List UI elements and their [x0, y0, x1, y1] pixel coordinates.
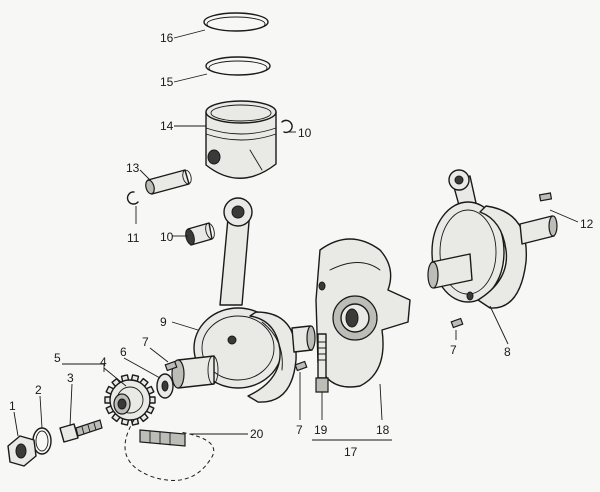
callout-18: 18 [376, 423, 390, 437]
callout-10-lower: 11 [127, 231, 140, 245]
circlip-upper [281, 119, 293, 134]
piston-ring-upper [203, 12, 269, 32]
piston-ring-lower [205, 56, 271, 76]
piston-pin [145, 169, 192, 195]
leader-lines [13, 29, 579, 441]
crankshaft-complete [427, 169, 558, 309]
drive-sprocket [104, 374, 156, 426]
crank-pin-bolt [315, 333, 329, 393]
callout-1: 1 [9, 399, 16, 413]
callout-8: 9 [160, 315, 167, 329]
hex-nut [7, 435, 37, 467]
callout-7-right: 7 [450, 343, 457, 357]
circlip-lower [126, 191, 139, 205]
sprocket-bolt [59, 419, 103, 443]
callout-9: 10 [160, 230, 174, 244]
callout-7-left: 7 [142, 335, 149, 349]
callout-labels: 16 15 14 10 13 11 10 9 7 6 5 4 3 2 1 20 … [9, 31, 594, 459]
woodruff-key-top-right [538, 192, 553, 202]
callout-13: 15 [160, 75, 174, 89]
callout-7-middle: 7 [296, 423, 303, 437]
callout-11: 13 [126, 161, 140, 175]
small-end-bearing [185, 222, 215, 246]
crankshaft-assembly [171, 197, 316, 403]
drive-chain [124, 419, 215, 481]
callout-3: 3 [67, 371, 74, 385]
callout-14: 16 [160, 31, 174, 45]
woodruff-key-left [164, 360, 178, 372]
callout-5: 5 [54, 351, 61, 365]
piston [205, 100, 277, 179]
woodruff-key-middle [294, 360, 308, 372]
callout-2: 2 [35, 383, 42, 397]
callout-17: 17 [344, 445, 358, 459]
callout-12: 14 [160, 119, 174, 133]
callout-20: 20 [250, 427, 264, 441]
callout-10-upper: 10 [298, 126, 312, 140]
callout-6: 6 [120, 345, 127, 359]
callout-15: 12 [580, 217, 594, 231]
callout-19: 19 [314, 423, 328, 437]
callout-16: 8 [504, 345, 511, 359]
spacer-washer [156, 373, 174, 399]
woodruff-key-right [450, 317, 464, 329]
callout-4: 4 [100, 355, 107, 369]
crank-web-half [315, 238, 411, 388]
